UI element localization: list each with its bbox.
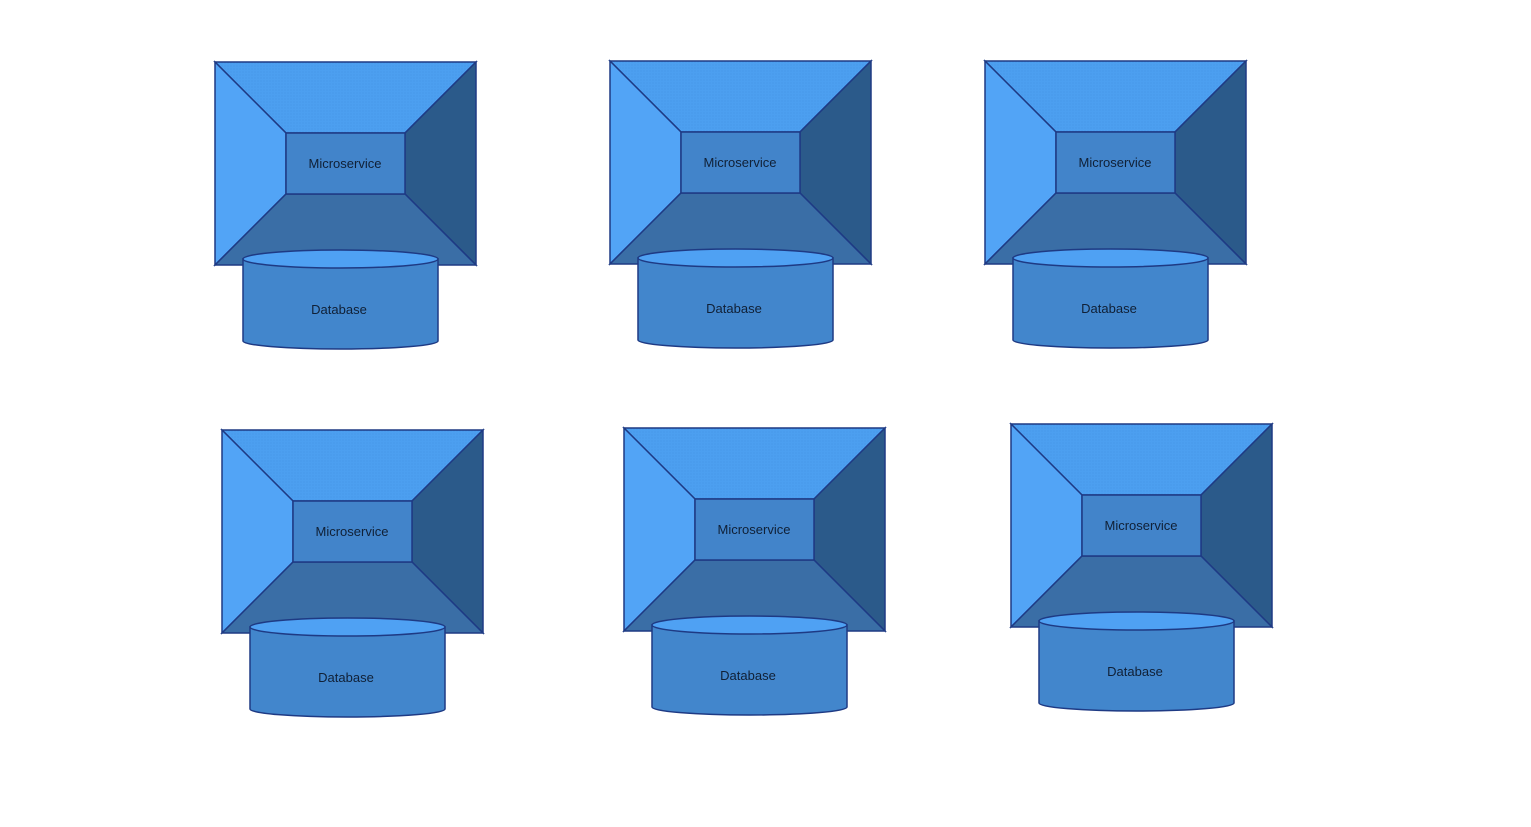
service-node[interactable]: Microservice Database (213, 60, 478, 350)
cylinder-top (1038, 611, 1235, 631)
cylinder-body (1038, 620, 1235, 712)
cylinder-top (651, 615, 848, 635)
service-node[interactable]: Microservice Database (622, 426, 887, 716)
box-front-face (694, 498, 815, 561)
microservice-label: Microservice (1079, 155, 1152, 170)
cylinder-body (242, 258, 439, 350)
database-cylinder[interactable]: Database (637, 248, 834, 349)
database-label: Database (318, 670, 374, 685)
service-node[interactable]: Microservice Database (1009, 422, 1274, 712)
cylinder-body (651, 624, 848, 716)
box-front-face (680, 131, 801, 194)
microservice-label: Microservice (309, 156, 382, 171)
database-cylinder[interactable]: Database (1038, 611, 1235, 712)
cylinder-top (1012, 248, 1209, 268)
service-node[interactable]: Microservice Database (983, 59, 1248, 349)
database-label: Database (1107, 664, 1163, 679)
database-label: Database (311, 302, 367, 317)
database-cylinder[interactable]: Database (1012, 248, 1209, 349)
database-label: Database (720, 668, 776, 683)
microservice-shape[interactable]: Microservice (213, 60, 478, 267)
box-front-face (285, 132, 406, 195)
cylinder-body (637, 257, 834, 349)
microservice-shape[interactable]: Microservice (608, 59, 873, 266)
microservice-shape[interactable]: Microservice (622, 426, 887, 633)
microservice-shape[interactable]: Microservice (1009, 422, 1274, 629)
microservice-shape[interactable]: Microservice (983, 59, 1248, 266)
box-front-face (1081, 494, 1202, 557)
cylinder-body (249, 626, 446, 718)
cylinder-top (249, 617, 446, 637)
cylinder-body (1012, 257, 1209, 349)
database-cylinder[interactable]: Database (242, 249, 439, 350)
microservice-label: Microservice (1105, 518, 1178, 533)
database-label: Database (706, 301, 762, 316)
cylinder-top (242, 249, 439, 269)
microservice-label: Microservice (704, 155, 777, 170)
box-front-face (292, 500, 413, 563)
database-label: Database (1081, 301, 1137, 316)
service-node[interactable]: Microservice Database (608, 59, 873, 349)
service-node[interactable]: Microservice Database (220, 428, 485, 718)
microservice-label: Microservice (718, 522, 791, 537)
microservice-shape[interactable]: Microservice (220, 428, 485, 635)
box-front-face (1055, 131, 1176, 194)
database-cylinder[interactable]: Database (249, 617, 446, 718)
cylinder-top (637, 248, 834, 268)
microservice-label: Microservice (316, 524, 389, 539)
database-cylinder[interactable]: Database (651, 615, 848, 716)
